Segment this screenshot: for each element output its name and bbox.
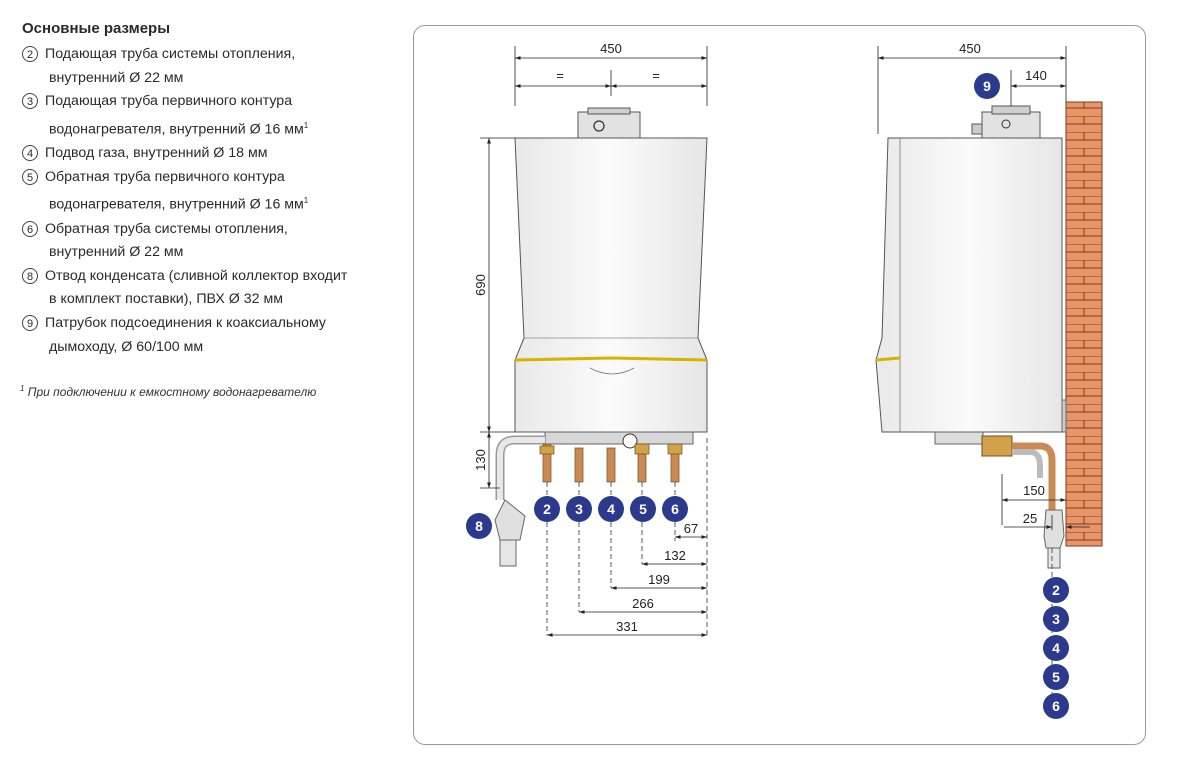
offset-199-label: 199 [648,572,670,587]
badge-5: 5 [639,501,647,517]
badge-2: 2 [543,501,551,517]
front-view: 450 = = 690 130 67 132 199 266 331 8 2 [466,41,708,637]
front-width-label: 450 [600,41,622,56]
offset-266-label: 266 [632,596,654,611]
badge-4: 4 [607,501,615,517]
item-number: 3 [22,93,38,110]
brick-wall [1065,101,1103,547]
legend: Основные размеры 2 Подающая труба систем… [22,20,402,359]
legend-item-8: 8 Отвод конденсата (сливной коллектор вх… [22,265,402,312]
side-badge-2: 2 [1052,582,1060,598]
pipe-offset-label: 150 [1023,483,1045,498]
badge-9: 9 [983,78,991,94]
side-width-label: 450 [959,41,981,56]
side-badge-3: 3 [1052,611,1060,627]
badge-8: 8 [475,518,483,534]
item-number: 5 [22,168,38,185]
half-right-label: = [652,68,660,83]
item-number: 4 [22,145,38,162]
legend-item-3: 3 Подающая труба первичного контура водо… [22,90,402,142]
offset-331-label: 331 [616,619,638,634]
offset-67-label: 67 [684,521,698,536]
item-number: 6 [22,220,38,237]
front-bottom-label: 130 [473,449,488,471]
side-badge-6: 6 [1052,698,1060,714]
legend-item-6: 6 Обратная труба системы отопления, внут… [22,218,402,265]
side-view: 450 140 150 25 9 2 3 4 5 6 [875,41,1103,719]
badge-3: 3 [575,501,583,517]
legend-item-4: 4 Подвод газа, внутренний Ø 18 мм [22,142,402,166]
legend-item-2: 2 Подающая труба системы отопления, внут… [22,43,402,90]
side-badge-4: 4 [1052,640,1060,656]
legend-heading: Основные размеры [22,20,171,37]
front-badges: 8 2 3 4 5 6 [466,496,688,539]
legend-item-5: 5 Обратная труба первичного контура водо… [22,166,402,218]
side-badge-5: 5 [1052,669,1060,685]
offset-132-label: 132 [664,548,686,563]
side-badges: 2 3 4 5 6 [1043,577,1069,719]
half-left-label: = [556,68,564,83]
badge-6: 6 [671,501,679,517]
wall-gap-label: 25 [1023,511,1037,526]
flue-offset-label: 140 [1025,68,1047,83]
front-height-label: 690 [473,274,488,296]
footnote: 1 При подключении к емкостному водонагре… [20,384,317,399]
item-number: 2 [22,46,38,62]
legend-item-9: 9 Патрубок подсоединения к коаксиальному… [22,312,402,359]
item-number: 9 [22,315,38,331]
item-number: 8 [22,267,38,284]
